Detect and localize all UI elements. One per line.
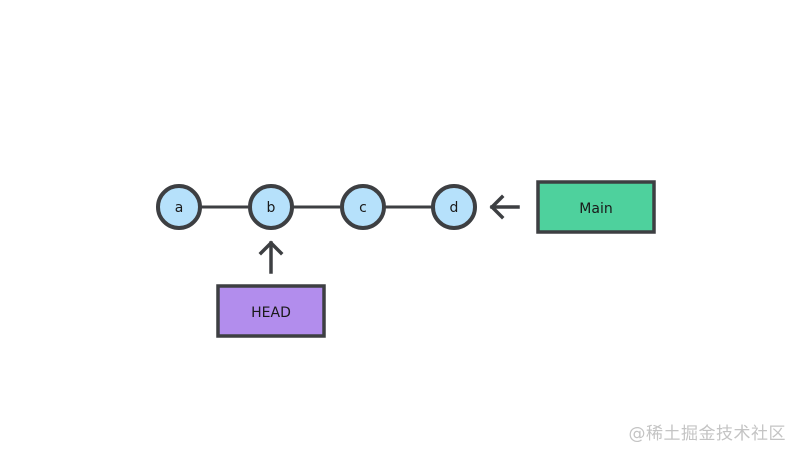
main-branch-box: Main xyxy=(536,180,656,234)
commit-circle xyxy=(431,184,477,230)
main-arrow-icon xyxy=(489,194,520,220)
commit-node-d: d xyxy=(431,184,477,230)
commit-node-a: a xyxy=(156,184,202,230)
commit-circle xyxy=(156,184,202,230)
head-arrow-icon xyxy=(258,240,284,274)
commit-circle xyxy=(248,184,294,230)
head-label: HEAD xyxy=(251,305,291,321)
commit-label: c xyxy=(359,200,367,216)
commit-circle xyxy=(340,184,386,230)
commit-label: a xyxy=(175,200,184,216)
watermark: @稀土掘金技术社区 xyxy=(628,424,786,444)
commit-label: d xyxy=(450,200,459,216)
commit-label: b xyxy=(267,200,276,216)
commit-node-b: b xyxy=(248,184,294,230)
head-pointer-box: HEAD xyxy=(216,284,326,338)
commit-node-c: c xyxy=(340,184,386,230)
main-label: Main xyxy=(579,201,612,217)
